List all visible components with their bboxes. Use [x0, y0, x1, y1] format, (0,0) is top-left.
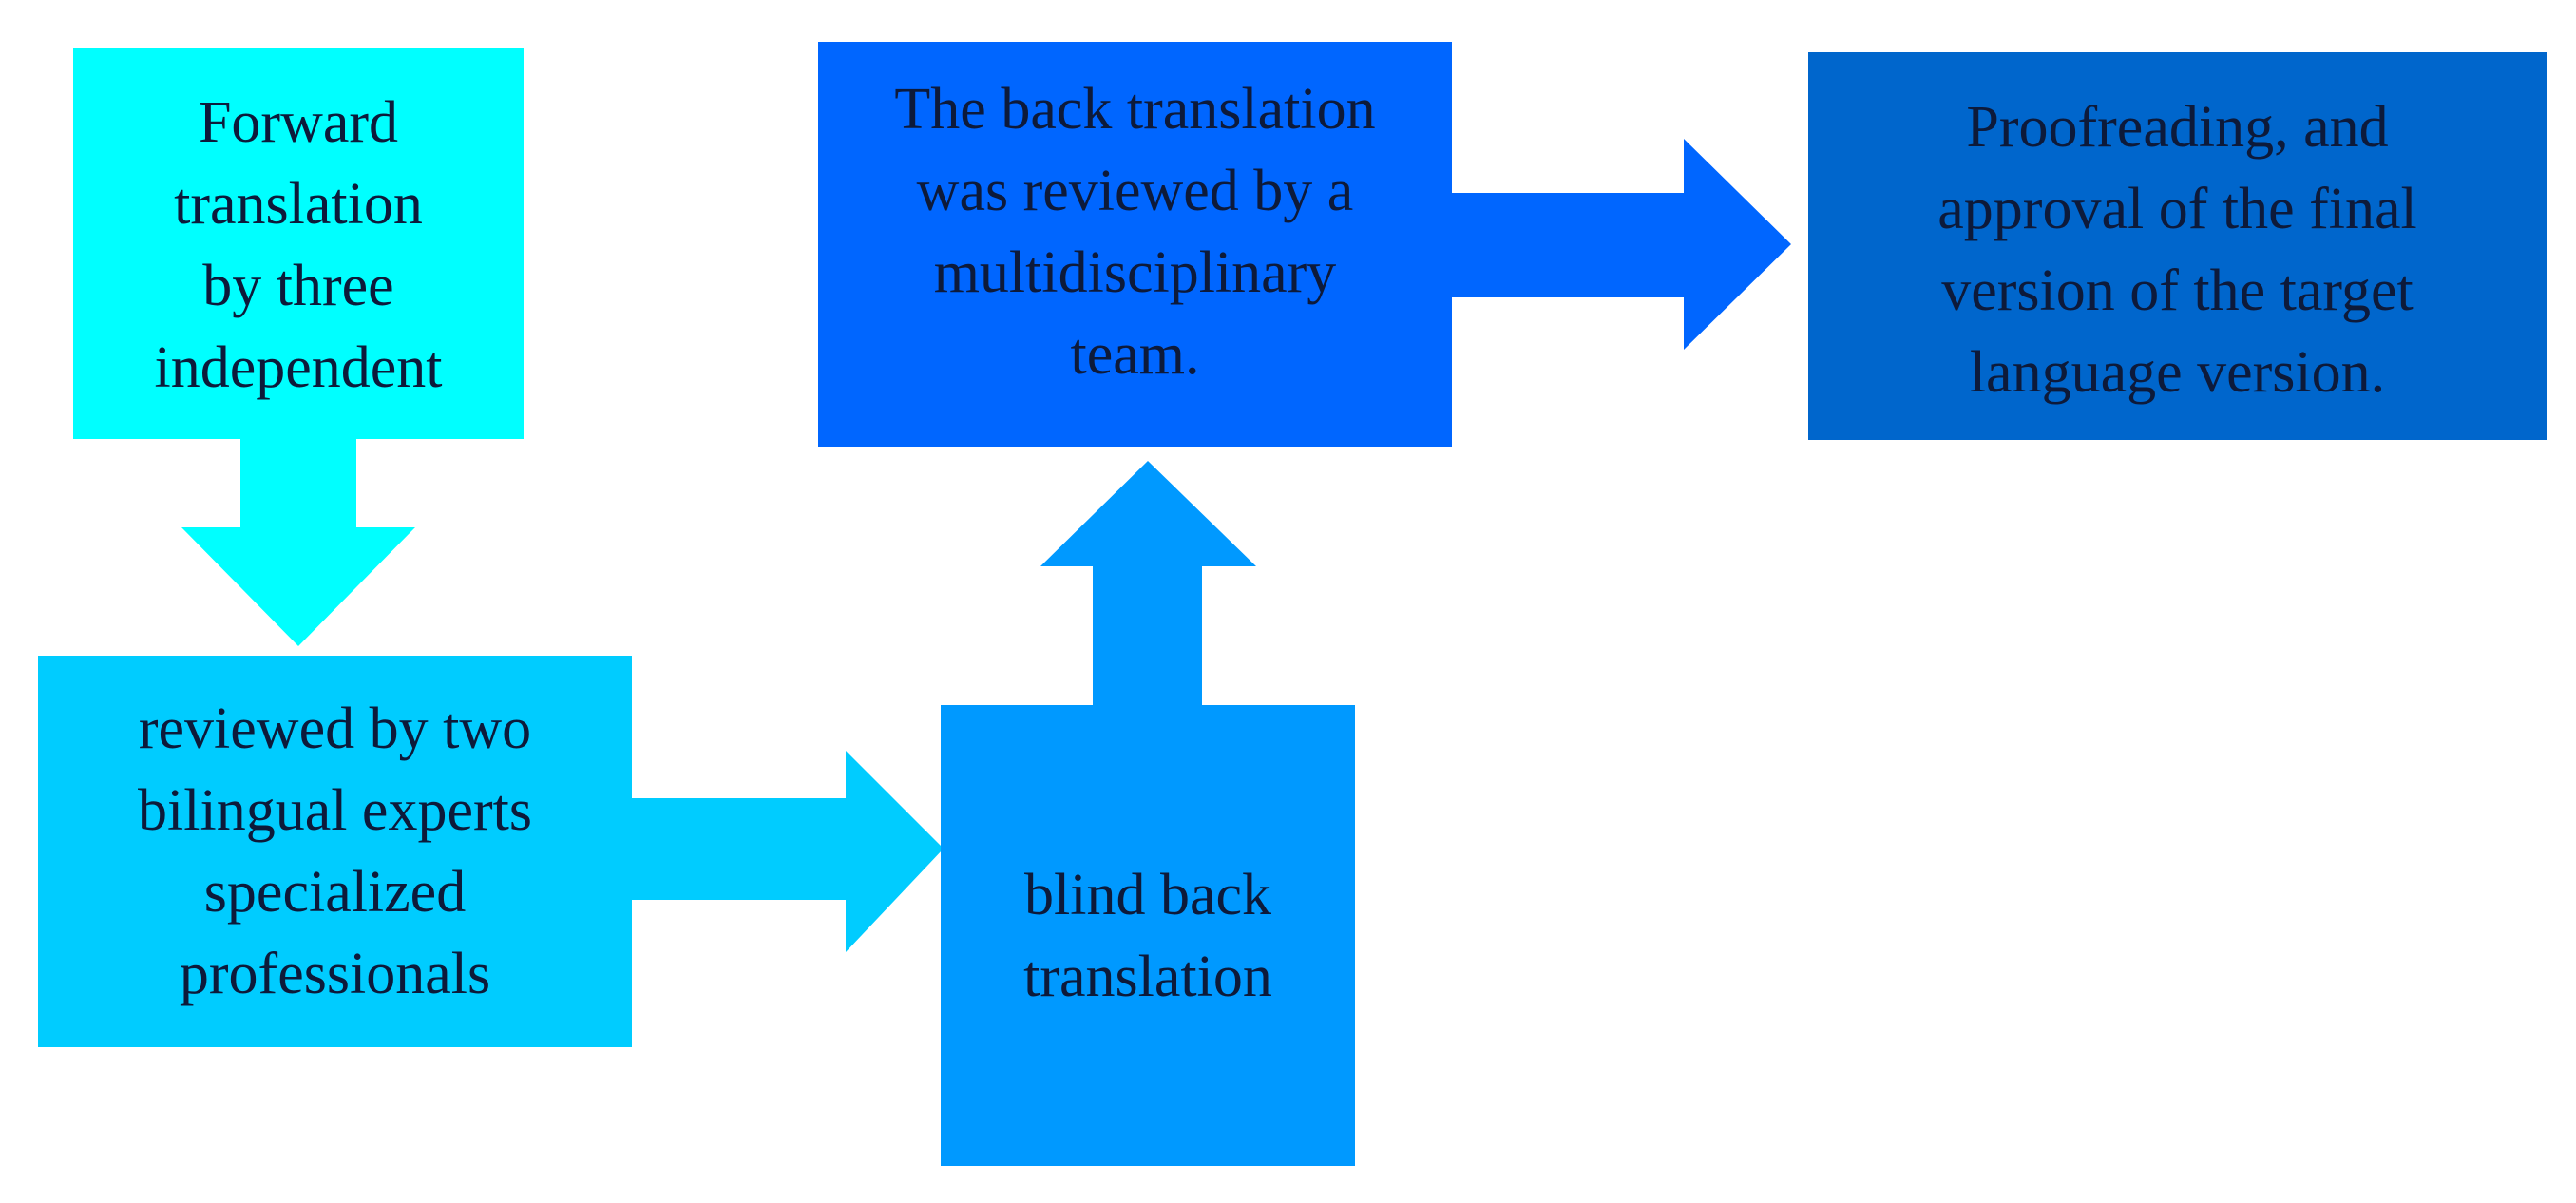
step-final-approval: Proofreading, and approval of the final …: [1808, 52, 2547, 440]
step-reviewed-by-experts: reviewed by two bilingual experts specia…: [38, 656, 632, 1047]
arrow-forward-to-reviewed: [181, 439, 415, 646]
arrow-multidisciplinary-to-final: [1452, 139, 1791, 350]
step-forward-translation: Forward translation by three independent: [73, 48, 524, 439]
arrow-blind-to-multidisciplinary: [1040, 461, 1256, 705]
step-label: Forward translation by three independent: [154, 90, 443, 400]
step-blind-back-translation: blind back translation: [941, 705, 1355, 1166]
step-label: Proofreading, and approval of the final …: [1937, 95, 2417, 405]
step-label: reviewed by two bilingual experts specia…: [138, 697, 532, 1006]
step-label: The back translation was reviewed by a m…: [894, 77, 1376, 387]
step-multidisciplinary-review: The back translation was reviewed by a m…: [818, 42, 1452, 447]
step-label: blind back translation: [1023, 862, 1272, 1009]
arrow-reviewed-to-blind: [632, 751, 944, 952]
